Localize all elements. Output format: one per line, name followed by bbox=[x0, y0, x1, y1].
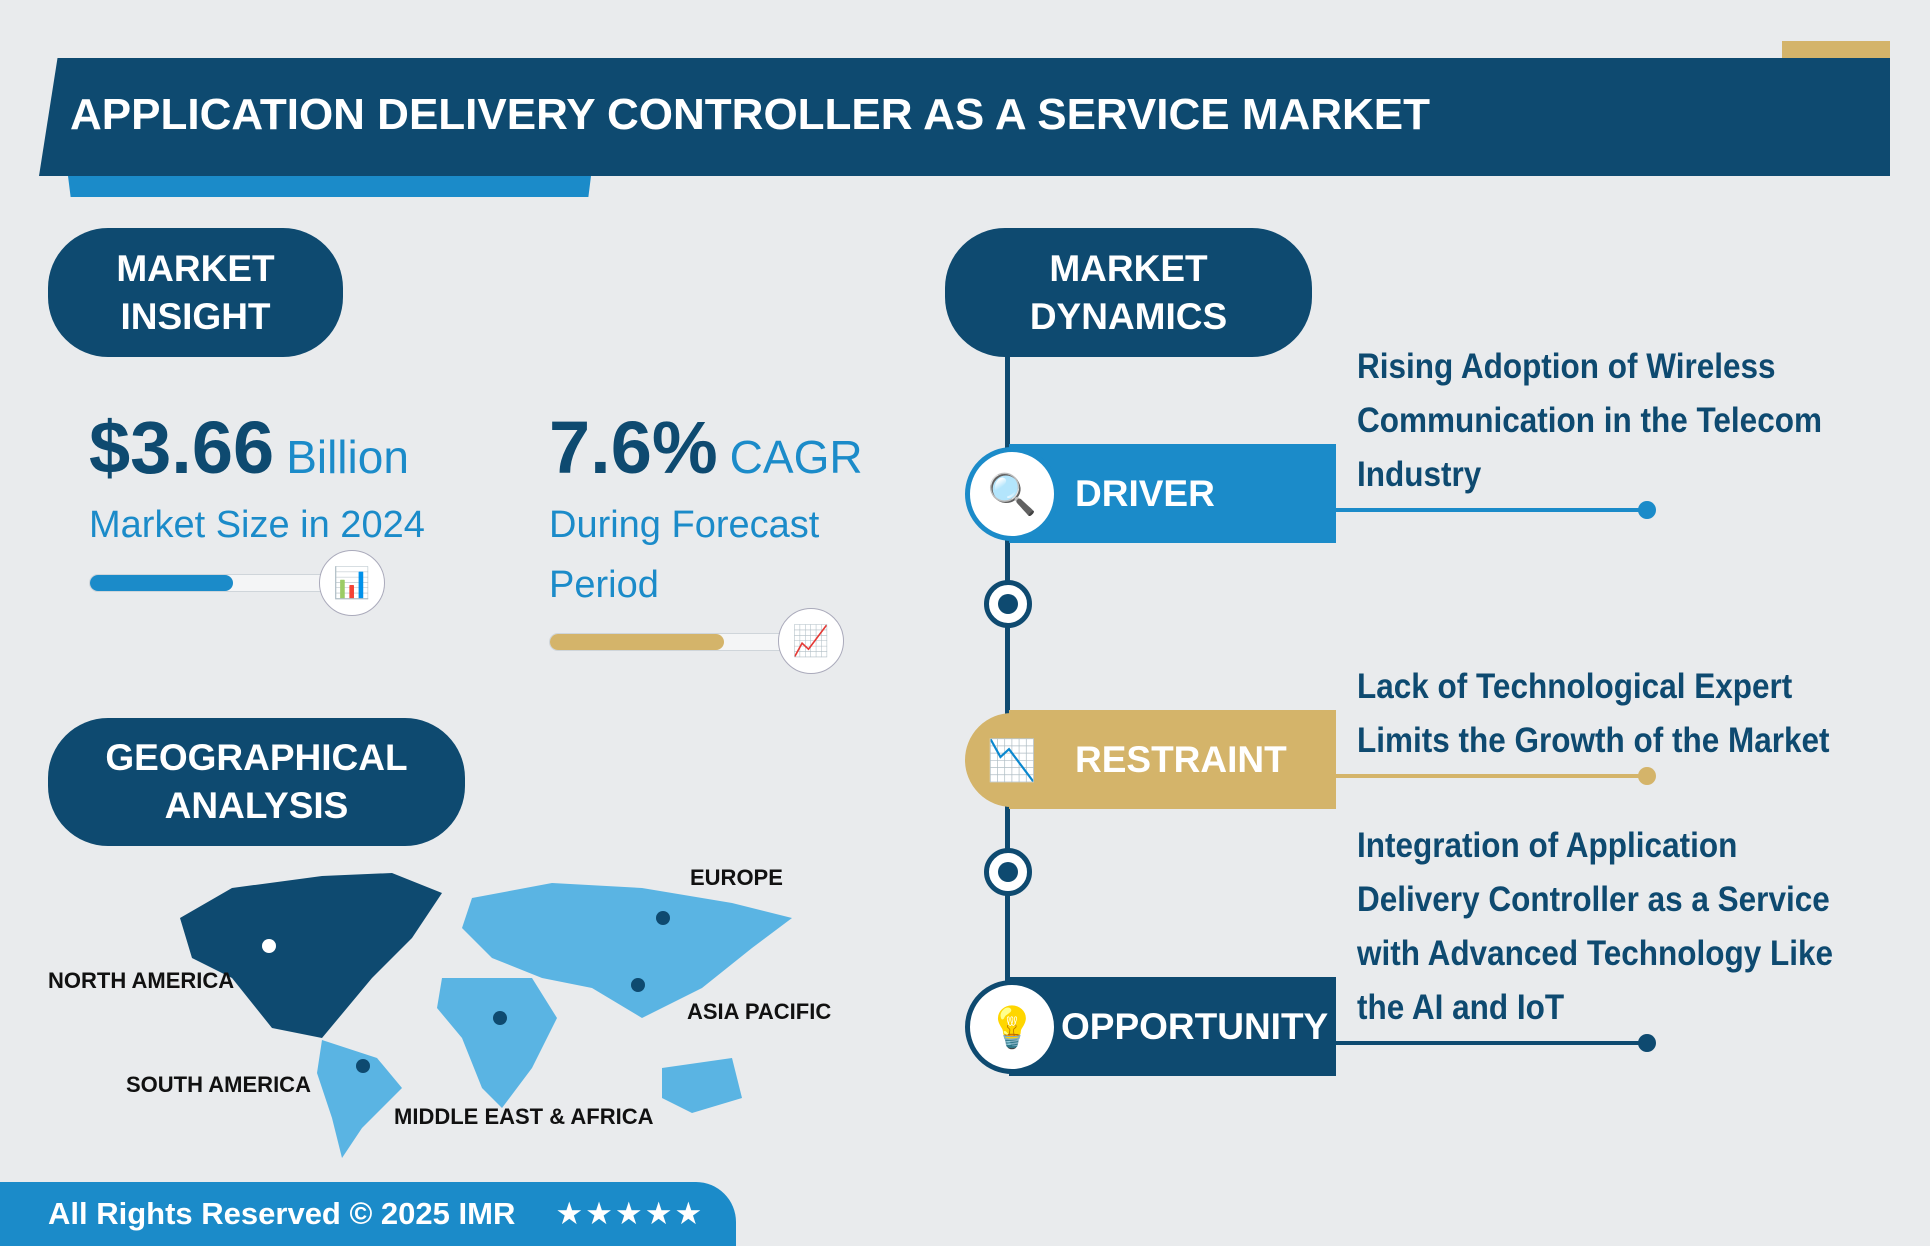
driver-icon: 🔍 bbox=[965, 447, 1059, 541]
map-north-america bbox=[180, 873, 442, 1038]
header-bar: APPLICATION DELIVERY CONTROLLER AS A SER… bbox=[39, 58, 1890, 176]
timeline-node bbox=[984, 580, 1032, 628]
map-south-america bbox=[317, 1040, 402, 1158]
driver-bar: DRIVER bbox=[1009, 444, 1336, 543]
market-size-progress bbox=[89, 574, 329, 592]
copyright-text: All Rights Reserved © 2025 IMR bbox=[48, 1196, 516, 1231]
label-europe: EUROPE bbox=[690, 865, 783, 890]
growth-chart-icon: 📈 bbox=[778, 608, 844, 674]
map-europe-asia bbox=[462, 883, 792, 1018]
map-africa bbox=[437, 978, 557, 1108]
opportunity-icon: 💡 bbox=[965, 980, 1059, 1074]
cagr-value: 7.6% bbox=[549, 406, 718, 489]
label-middle-east-africa: MIDDLE EAST & AFRICA bbox=[394, 1104, 654, 1129]
page-title: APPLICATION DELIVERY CONTROLLER AS A SER… bbox=[70, 90, 1431, 139]
chart-dollar-icon: 📊 bbox=[319, 550, 385, 616]
gold-tab bbox=[1782, 41, 1890, 61]
timeline-node bbox=[984, 848, 1032, 896]
market-size-value: $3.66 bbox=[89, 406, 275, 489]
restraint-connector bbox=[1336, 767, 1656, 785]
market-size-unit: Billion bbox=[286, 431, 409, 483]
geographical-analysis-pill: GEOGRAPHICAL ANALYSIS bbox=[48, 718, 465, 846]
cagr-unit: CAGR bbox=[729, 431, 863, 483]
driver-connector bbox=[1336, 501, 1656, 519]
opportunity-connector bbox=[1336, 1034, 1656, 1052]
header-accent bbox=[68, 176, 591, 197]
market-insight-pill: MARKET INSIGHT bbox=[48, 228, 343, 357]
restraint-icon: 📉 bbox=[965, 713, 1059, 807]
cagr: 7.6%CAGR bbox=[549, 405, 863, 490]
world-map bbox=[180, 873, 792, 1158]
rating-stars: ★★★★★ bbox=[555, 1196, 705, 1231]
opportunity-bar: OPPORTUNITY bbox=[1009, 977, 1336, 1076]
map-australia bbox=[662, 1058, 742, 1113]
label-asia-pacific: ASIA PACIFIC bbox=[687, 999, 832, 1024]
label-south-america: SOUTH AMERICA bbox=[126, 1072, 311, 1097]
footer: All Rights Reserved © 2025 IMR ★★★★★ bbox=[0, 1182, 736, 1246]
market-size-label: Market Size in 2024 bbox=[89, 504, 425, 546]
cagr-progress bbox=[549, 633, 789, 651]
label-north-america: NORTH AMERICA bbox=[48, 968, 235, 993]
restraint-bar: RESTRAINT bbox=[1009, 710, 1336, 809]
market-dynamics-pill: MARKET DYNAMICS bbox=[945, 228, 1312, 357]
timeline-line bbox=[1005, 357, 1010, 1027]
